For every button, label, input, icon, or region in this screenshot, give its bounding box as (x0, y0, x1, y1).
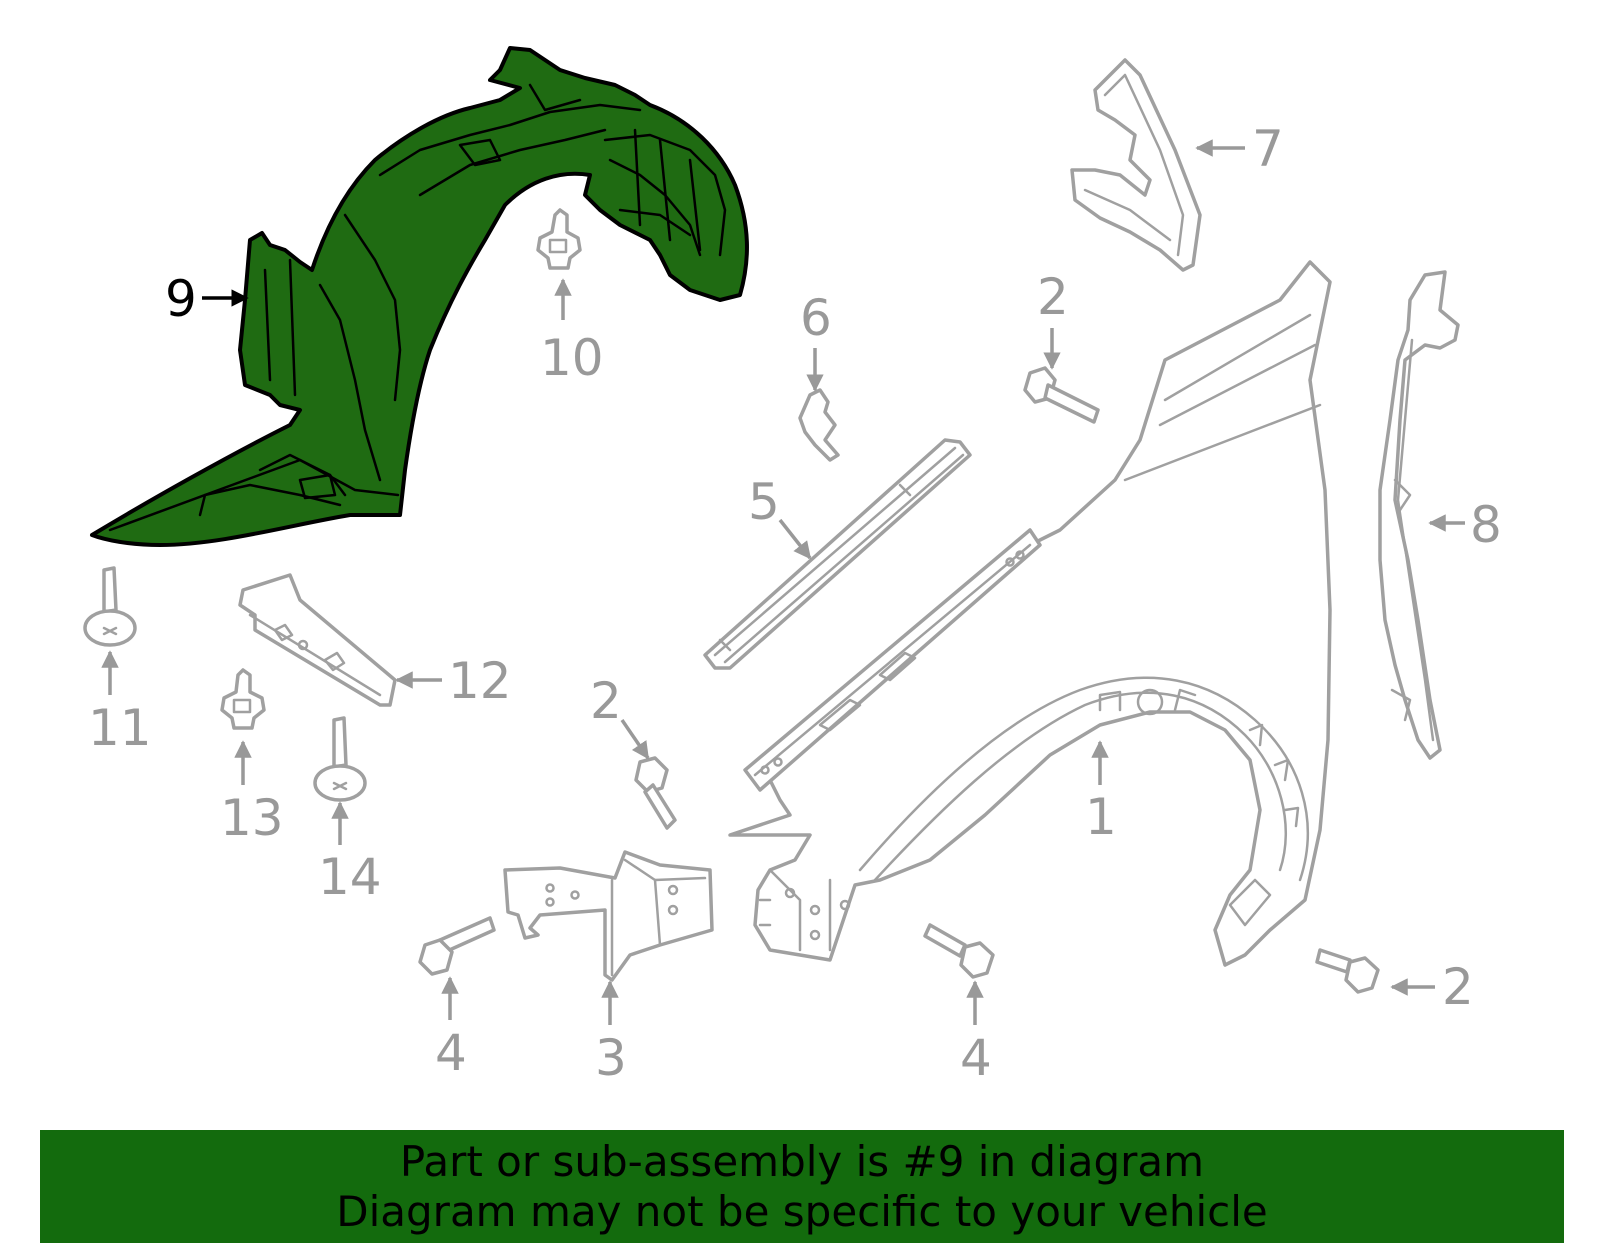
part-8-seal[interactable] (1378, 270, 1460, 760)
notice-line-2: Diagram may not be specific to your vehi… (336, 1186, 1268, 1236)
callout-2b[interactable]: 2 (590, 672, 622, 730)
callout-4a[interactable]: 4 (435, 1024, 467, 1082)
callout-1[interactable]: 1 (1085, 788, 1117, 846)
part-1-fender[interactable] (728, 260, 1332, 967)
callout-13[interactable]: 13 (220, 789, 284, 847)
leader-5 (778, 518, 812, 560)
part-9-fender-liner[interactable] (90, 46, 749, 547)
callout-2a[interactable]: 2 (1037, 268, 1069, 326)
callout-5[interactable]: 5 (748, 473, 780, 531)
callout-7[interactable]: 7 (1252, 120, 1284, 178)
part-7-bracket[interactable] (1070, 58, 1202, 272)
part-11-screw[interactable] (83, 566, 137, 647)
fender-rail[interactable] (743, 528, 1042, 792)
part-14-screw[interactable] (313, 716, 367, 802)
part-4-bolt-a[interactable] (418, 916, 496, 976)
part-6-clip[interactable] (798, 388, 840, 462)
notice-line-1: Part or sub-assembly is #9 in diagram (399, 1136, 1205, 1186)
part-3-bracket[interactable] (503, 850, 714, 982)
callout-14[interactable]: 14 (318, 848, 382, 906)
part-4-bolt-b[interactable] (923, 923, 995, 979)
part-10-clip[interactable] (536, 208, 582, 270)
part-2-bolt-b[interactable] (634, 756, 677, 830)
callout-12[interactable]: 12 (448, 652, 512, 710)
part-2-bolt-c[interactable] (1315, 948, 1380, 994)
leader-2b (620, 719, 650, 760)
part-12-bracket[interactable] (238, 573, 397, 707)
callout-10[interactable]: 10 (540, 329, 604, 387)
callout-6[interactable]: 6 (800, 289, 832, 347)
part-5-seal[interactable] (703, 438, 972, 670)
callout-3[interactable]: 3 (595, 1029, 627, 1087)
callout-2c[interactable]: 2 (1442, 958, 1474, 1016)
callout-4b[interactable]: 4 (960, 1029, 992, 1087)
callout-8-visible[interactable]: 8 (1470, 496, 1502, 554)
callout-9[interactable]: 9 (165, 270, 197, 328)
part-2-bolt-a[interactable] (1023, 366, 1100, 424)
part-13-clip[interactable] (220, 668, 266, 730)
notice-banner: Part or sub-assembly is #9 in diagram Di… (40, 1130, 1564, 1243)
callout-11[interactable]: 11 (88, 699, 152, 757)
